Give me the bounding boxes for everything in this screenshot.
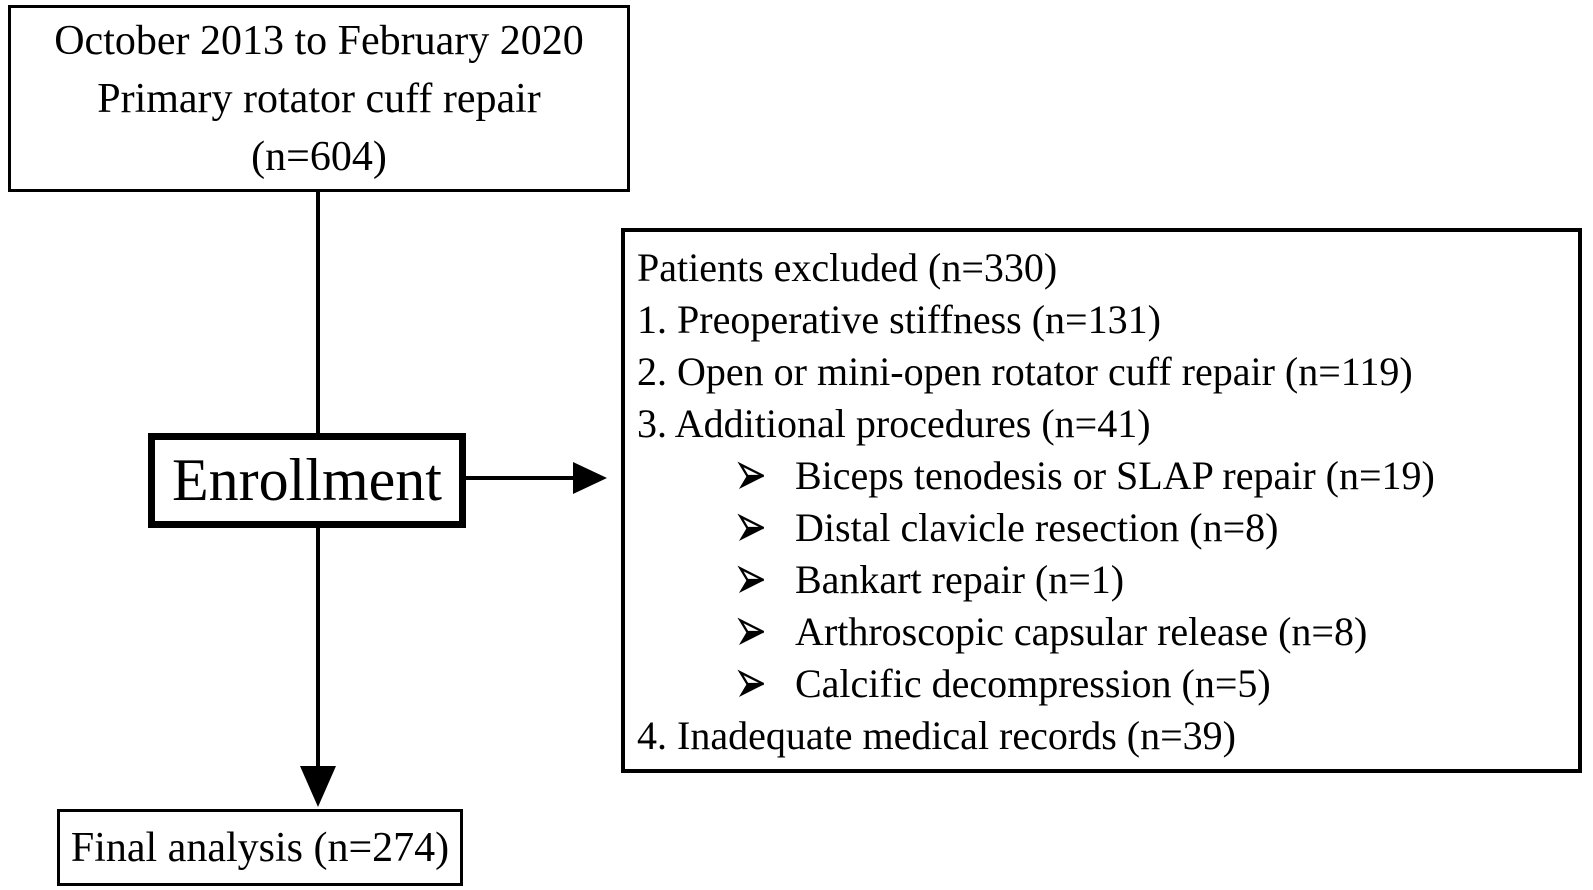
excluded-subitem-label: Calcific decompression (n=5) <box>795 661 1271 706</box>
excluded-subitem-2: Distal clavicle resection (n=8) <box>637 502 1570 554</box>
arrowhead-bullet-icon <box>737 513 765 541</box>
excluded-box: Patients excluded (n=330) 1. Preoperativ… <box>621 228 1582 773</box>
down-arrowhead-icon <box>300 766 336 807</box>
right-arrowhead-icon <box>573 462 607 494</box>
excluded-subitem-label: Distal clavicle resection (n=8) <box>795 505 1279 550</box>
source-line-1: October 2013 to February 2020 <box>54 17 584 64</box>
enrollment-box: Enrollment <box>148 433 466 528</box>
excluded-subitem-5: Calcific decompression (n=5) <box>637 658 1570 710</box>
enrollment-label: Enrollment <box>172 447 442 513</box>
source-population-box: October 2013 to February 2020 Primary ro… <box>8 5 630 192</box>
arrowhead-bullet-icon <box>737 565 765 593</box>
source-line-3: (n=604) <box>251 133 387 180</box>
excluded-title: Patients excluded (n=330) <box>637 245 1058 290</box>
arrowhead-bullet-icon <box>737 617 765 645</box>
source-line-2: Primary rotator cuff repair <box>97 75 541 122</box>
excluded-subitem-label: Bankart repair (n=1) <box>795 557 1125 602</box>
excluded-subitem-label: Biceps tenodesis or SLAP repair (n=19) <box>795 453 1435 498</box>
excluded-item-4: 4. Inadequate medical records (n=39) <box>637 713 1236 758</box>
excluded-item-3: 3. Additional procedures (n=41) <box>637 401 1151 446</box>
arrowhead-bullet-icon <box>737 669 765 697</box>
arrowhead-bullet-icon <box>737 461 765 489</box>
excluded-item-1: 1. Preoperative stiffness (n=131) <box>637 297 1161 342</box>
final-analysis-label: Final analysis (n=274) <box>70 824 450 871</box>
excluded-subitem-4: Arthroscopic capsular release (n=8) <box>637 606 1570 658</box>
excluded-subitem-1: Biceps tenodesis or SLAP repair (n=19) <box>637 450 1570 502</box>
excluded-subitem-3: Bankart repair (n=1) <box>637 554 1570 606</box>
final-analysis-box: Final analysis (n=274) <box>57 809 463 886</box>
excluded-item-2: 2. Open or mini-open rotator cuff repair… <box>637 349 1413 394</box>
excluded-subitem-label: Arthroscopic capsular release (n=8) <box>795 609 1368 654</box>
